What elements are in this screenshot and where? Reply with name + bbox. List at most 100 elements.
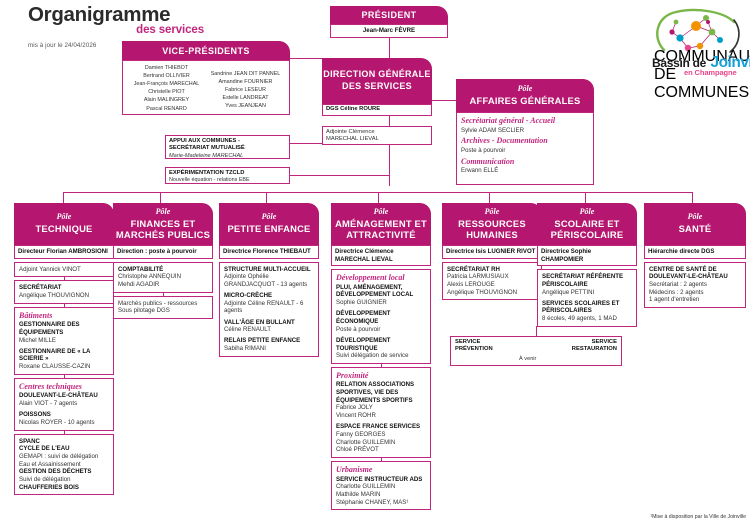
block-line: SECRÉTARIAT RÉFÉRENTE bbox=[542, 273, 624, 281]
pole-director-2: Directrice Florence THIEBAUT bbox=[219, 245, 319, 259]
block-line: Angélique THOUVIGNON bbox=[19, 291, 89, 299]
block-line: Angélique THOUVIGNON bbox=[447, 288, 517, 296]
block-line: Sophie GUIGNIER bbox=[336, 299, 387, 307]
pole-name: AMÉNAGEMENT ET ATTRACTIVITÉ bbox=[335, 217, 427, 240]
block-line: Adjointe Ophélie bbox=[224, 273, 269, 281]
connector bbox=[389, 38, 390, 58]
block-line: agents bbox=[224, 307, 243, 315]
connector bbox=[64, 374, 65, 378]
pole-name: SCOLAIRE ET PÉRISCOLAIRE bbox=[550, 217, 624, 240]
block-line: Stéphanie CHANEY, MAS¹ bbox=[336, 498, 409, 506]
service-restauration-l2: RESTAURATION bbox=[571, 346, 617, 353]
block-line: Sabiha RIMANI bbox=[224, 345, 266, 353]
connector bbox=[378, 192, 379, 203]
pole-director-0: Directeur Florian AMBROSIONI bbox=[14, 245, 114, 259]
title-subtitle: des services bbox=[136, 23, 204, 36]
block-head: Bâtiments bbox=[19, 310, 53, 320]
block-head: Développement local bbox=[336, 273, 405, 283]
block-line: SECRÉTARIAT RH bbox=[447, 265, 500, 273]
connector bbox=[266, 192, 267, 203]
vp-item: Damien THIEBOT bbox=[144, 65, 189, 71]
block-line: SECRÉTARIAT bbox=[19, 284, 62, 292]
block-line: SERVICES SCOLAIRES ET bbox=[542, 299, 620, 307]
president-banner: PRÉSIDENT bbox=[330, 6, 448, 24]
dgs-banner: DIRECTION GÉNÉRALE DES SERVICES bbox=[322, 58, 432, 104]
block-line: SPANC bbox=[19, 437, 40, 445]
block-line: DÉVELOPPEMENT LOCAL bbox=[336, 291, 414, 299]
pole-word: Pôle bbox=[484, 206, 500, 216]
block-line: Suivi délégation de service bbox=[336, 352, 409, 360]
ag-item: Communication Erwann ELLÉ bbox=[461, 157, 589, 175]
block-line: PLUI, AMÉNAGEMENT, bbox=[336, 283, 403, 291]
pole-block: Adjoint Yannick VINOT bbox=[14, 261, 114, 278]
block-line: DÉVELOPPEMENT bbox=[336, 336, 391, 344]
pole-word: Pôle bbox=[155, 206, 171, 216]
service-restauration-l1: SERVICE bbox=[591, 339, 617, 345]
block-line: GRANDJACQUOT - 13 agents bbox=[224, 280, 308, 288]
appui-title-2: SECRÉTARIAT MUTUALISÉ bbox=[169, 145, 245, 152]
block-line: DÉVELOPPEMENT bbox=[336, 310, 391, 318]
connector bbox=[63, 192, 64, 203]
ag-item-line: Poste à pourvoir bbox=[461, 146, 506, 154]
block-line: ESPACE FRANCE SERVICES bbox=[336, 423, 421, 431]
connector bbox=[64, 277, 65, 281]
president-title: PRÉSIDENT bbox=[361, 10, 417, 20]
tzcld-title: EXPÉRIMENTATION TZCLD bbox=[169, 170, 245, 176]
block-line: STRUCTURE MULTI-ACCUEIL bbox=[224, 265, 311, 273]
block-line: Secrétariat : 2 agents bbox=[649, 280, 707, 288]
updated-date: mis à jour le 24/04/2026 bbox=[28, 41, 97, 49]
vp-item: Sandrine JEAN DIT PANNEL bbox=[210, 71, 281, 77]
block-line: Suivi de délégation bbox=[19, 475, 71, 483]
block-line: Michel MILLE bbox=[19, 336, 56, 344]
block-line: PÉRISCOLAIRES bbox=[542, 307, 592, 315]
ag-item-line: Erwann ELLÉ bbox=[461, 167, 499, 175]
block-line: CHAUFFERIES BOIS bbox=[19, 483, 79, 491]
connector bbox=[536, 326, 537, 336]
ag-item: Archives - Documentation Poste à pourvoi… bbox=[461, 136, 589, 154]
president-name: Jean-Marc FÈVRE bbox=[362, 27, 416, 35]
pole-director-5: Directrice Sophie CHAMPOMIER bbox=[537, 245, 637, 267]
ag-item-head: Communication bbox=[461, 156, 515, 166]
block-line: TOURISTIQUE bbox=[336, 344, 378, 352]
block-line: Chloé PRÉVOT bbox=[336, 446, 379, 454]
block-line: Médecins : 2 agents bbox=[649, 288, 704, 296]
block-line: Poste à pourvoir bbox=[336, 325, 381, 333]
vp-item: Estelle LANDREAT bbox=[222, 95, 269, 102]
pole-word: Pôle bbox=[373, 206, 389, 216]
connector bbox=[290, 175, 390, 176]
pole-word: Pôle bbox=[579, 206, 595, 216]
block-line: Mehdi AGADIR bbox=[118, 280, 160, 288]
vp-column-2: Sandrine JEAN DIT PANNEL Amandine FOURNI… bbox=[206, 64, 285, 111]
block-line: ÉQUIPEMENTS bbox=[19, 328, 64, 336]
vp-item: Amandine FOURNIER bbox=[218, 79, 273, 86]
service-prevention-l2: PRÉVENTION bbox=[455, 346, 493, 353]
pole-name: RESSOURCES HUMAINES bbox=[458, 217, 526, 240]
block-line: Fabrice JOLY bbox=[336, 404, 373, 412]
vp-item: Christelle PIOT bbox=[148, 89, 185, 96]
block-line: Céline RENAULT bbox=[224, 326, 271, 334]
pole-director-3: Directrice Clémence MARECHAL LIEVAL bbox=[331, 245, 431, 267]
connector bbox=[585, 192, 586, 203]
dgs-title: DIRECTION GÉNÉRALE DES SERVICES bbox=[323, 69, 431, 91]
service-prevention-restauration-box: SERVICE PRÉVENTION SERVICE RESTAURATION … bbox=[450, 336, 622, 366]
pole-word: Pôle bbox=[56, 212, 72, 222]
pole-name: AFFAIRES GÉNÉRALES bbox=[469, 94, 581, 106]
adjointe-box: Adjointe Clémence MARECHAL LIEVAL bbox=[322, 126, 432, 145]
title-main: Organigramme bbox=[28, 3, 171, 26]
block-line: Alain VIOT - 7 agents bbox=[19, 400, 78, 408]
block-line: 1 agent d'entretien bbox=[649, 296, 700, 304]
block-line: Patricia LARMUSIAUX bbox=[447, 273, 509, 281]
